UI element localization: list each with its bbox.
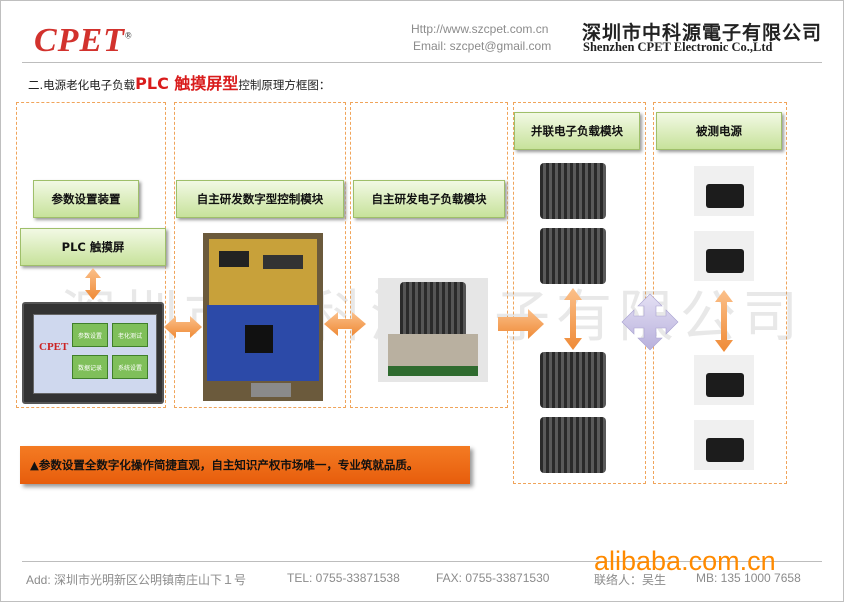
heatsink-fan — [400, 282, 466, 338]
dut-power-photo-3 — [694, 355, 754, 405]
control-board-photo — [203, 233, 323, 401]
header-url[interactable]: Http://www.szcpet.com.cn — [411, 22, 549, 36]
dut-vertical-arrow — [715, 290, 733, 352]
column-parallel-frame — [513, 102, 646, 484]
plc-touchscreen-box: PLC 触摸屏 — [20, 228, 166, 266]
footer-fax: FAX: 0755-33871530 — [436, 571, 550, 585]
control-load-arrow — [324, 312, 366, 336]
parallel-load-box: 并联电子负载模块 — [514, 112, 640, 150]
screen-button-2[interactable]: 老化测试 — [112, 323, 148, 347]
mcu-chip — [245, 325, 273, 353]
param-device-box: 参数设置装置 — [33, 180, 139, 218]
column-control-frame — [174, 102, 346, 408]
parallel-vertical-arrow — [564, 288, 582, 350]
footer-tel: TEL: 0755-33871538 — [287, 571, 400, 585]
footer-divider — [22, 561, 822, 562]
screen-brand: CPET — [39, 341, 69, 353]
cpet-logo: CPET® — [34, 22, 133, 59]
dut-power-photo-2 — [694, 231, 754, 281]
touchscreen-display: CPET 参数设置 老化测试 数据记录 系统设置 — [33, 314, 157, 394]
db9-port — [251, 383, 291, 397]
company-name-cn: 深圳市中科源電子有限公司 — [582, 22, 823, 44]
load-pcb — [388, 366, 478, 376]
pcb-chip — [219, 251, 249, 267]
company-name-en: Shenzhen CPET Electronic Co.,Ltd — [583, 40, 773, 54]
diagram-title: 二.电源老化电子负载PLC 触摸屏型控制原理方框图： — [28, 74, 331, 93]
footer-mobile: MB: 135 1000 7658 — [696, 571, 801, 585]
alibaba-watermark: alibaba.com.cn — [594, 546, 776, 576]
heatsink-base — [388, 334, 478, 368]
parallel-load-photo-3 — [540, 352, 606, 408]
touchscreen-photo: CPET 参数设置 老化测试 数据记录 系统设置 — [22, 302, 164, 404]
dut-power-box: 被测电源 — [656, 112, 782, 150]
footer-address: Add: 深圳市光明新区公明镇南庄山下１号 — [26, 573, 247, 587]
screen-control-arrow — [164, 316, 202, 338]
four-way-cross-arrow — [621, 293, 679, 351]
parallel-load-photo-1 — [540, 163, 606, 219]
parallel-load-photo-4 — [540, 417, 606, 473]
load-parallel-arrow — [498, 309, 544, 339]
screen-button-3[interactable]: 数据记录 — [72, 355, 108, 379]
feature-banner: ▲参数设置全数字化操作简捷直观，自主知识产权市场唯一，专业筑就品质。 — [20, 446, 470, 484]
screen-button-4[interactable]: 系统设置 — [112, 355, 148, 379]
screen-button-1[interactable]: 参数设置 — [72, 323, 108, 347]
dut-power-photo-1 — [694, 166, 754, 216]
footer-contact: 联络人：吴生 — [594, 573, 667, 587]
column-load-frame — [350, 102, 508, 408]
header-divider — [22, 62, 822, 63]
dut-power-photo-4 — [694, 420, 754, 470]
digital-control-box: 自主研发数字型控制模块 — [176, 180, 344, 218]
load-module-box: 自主研发电子负载模块 — [353, 180, 505, 218]
parallel-load-photo-2 — [540, 228, 606, 284]
column-dut-frame — [653, 102, 787, 484]
plc-vertical-arrow — [85, 268, 101, 300]
header-email[interactable]: Email: szcpet@gmail.com — [413, 39, 552, 53]
pcb-connector — [263, 255, 303, 269]
load-module-photo — [378, 278, 488, 382]
upper-pcb — [209, 239, 317, 309]
